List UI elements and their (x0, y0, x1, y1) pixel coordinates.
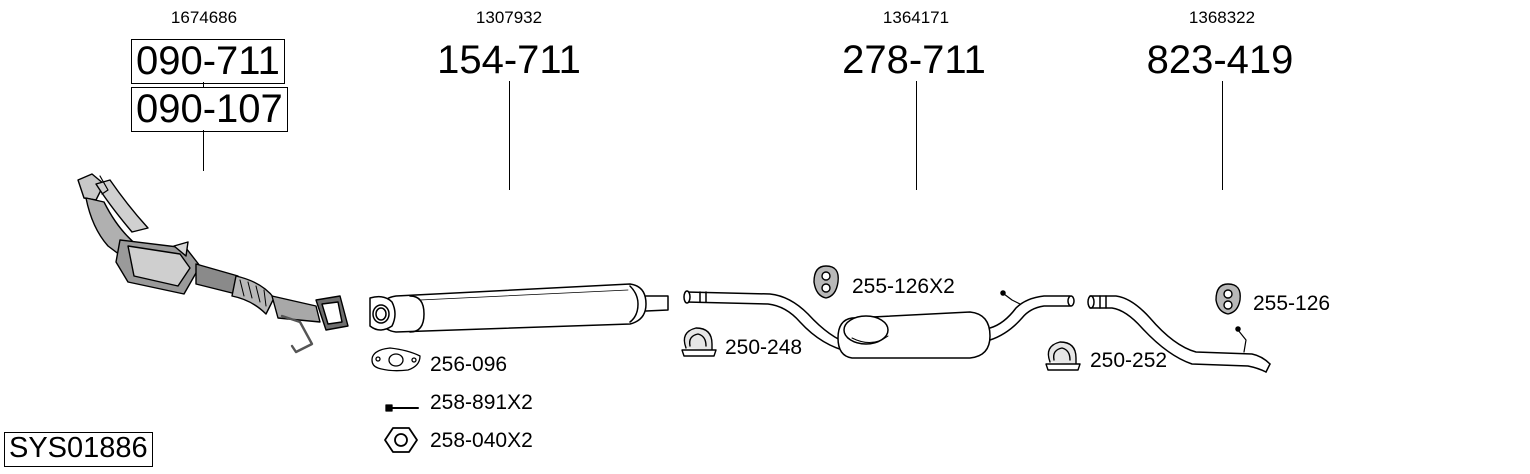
gasket-icon[interactable] (371, 347, 421, 372)
part-code-box-1[interactable]: 090-711 (131, 39, 285, 84)
rubber-hanger-icon[interactable] (1215, 283, 1241, 315)
tail-pipe-drawing[interactable] (1087, 295, 1271, 373)
ref-number-4: 1368322 (1188, 8, 1256, 27)
bolt-icon[interactable] (385, 404, 419, 412)
rubber-hanger-icon[interactable] (813, 265, 839, 299)
ref-number-2: 1307932 (475, 8, 543, 27)
clamp-icon[interactable] (681, 327, 717, 357)
part-label-250-248[interactable]: 250-248 (725, 336, 803, 359)
part-code-box-2[interactable]: 090-107 (131, 87, 288, 132)
ref-number-3: 1364171 (882, 8, 950, 27)
system-id-label: SYS01886 (4, 432, 153, 467)
catalytic-converter-drawing[interactable] (77, 173, 349, 354)
nut-icon[interactable] (384, 427, 418, 453)
part-label-258-891[interactable]: 258-891X2 (430, 391, 533, 414)
leader-line-1 (203, 130, 204, 171)
part-code-278[interactable]: 278-711 (842, 38, 986, 82)
middle-silencer-drawing[interactable] (683, 290, 1075, 359)
connector-line (203, 82, 204, 87)
part-code-823[interactable]: 823-419 (1146, 38, 1294, 82)
leader-line-3 (916, 81, 917, 190)
ref-number-1: 1674686 (170, 8, 238, 27)
part-label-250-252[interactable]: 250-252 (1090, 349, 1168, 372)
part-label-256-096[interactable]: 256-096 (430, 353, 508, 376)
leader-line-4 (1222, 81, 1223, 190)
clamp-icon[interactable] (1045, 341, 1081, 371)
part-code-154[interactable]: 154-711 (437, 38, 581, 82)
leader-line-2 (509, 81, 510, 190)
front-silencer-drawing[interactable] (369, 283, 669, 333)
part-label-255-126x2[interactable]: 255-126X2 (852, 275, 955, 298)
part-label-258-040[interactable]: 258-040X2 (430, 429, 533, 452)
part-label-255-126[interactable]: 255-126 (1253, 292, 1331, 315)
